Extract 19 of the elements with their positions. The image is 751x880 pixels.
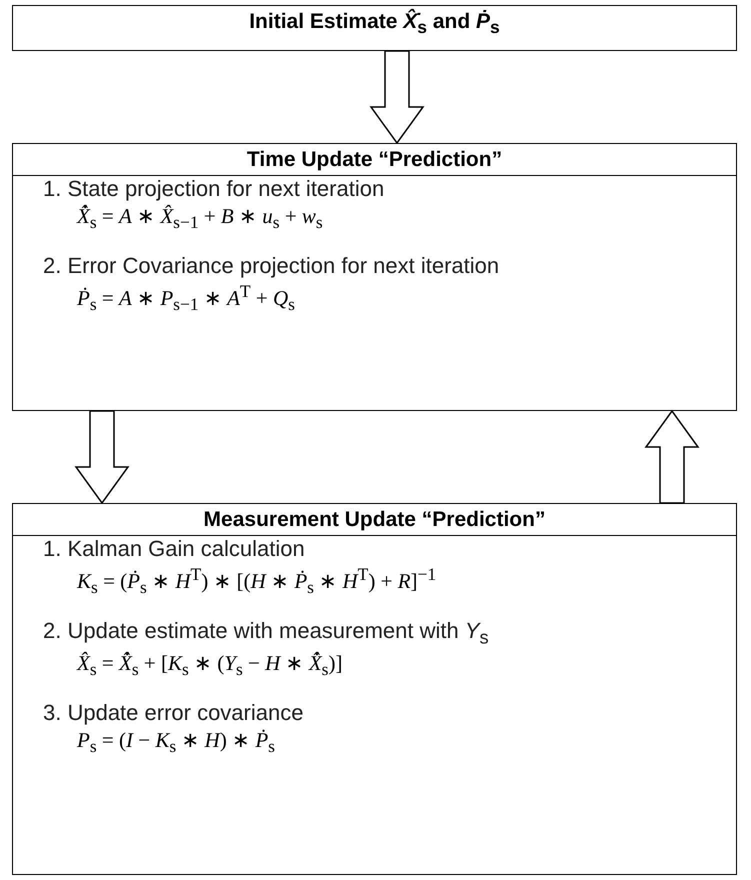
list-item-text: 3. Update error covariance — [43, 700, 304, 726]
list-item-text: 2. Error Covariance projection for next iteration — [43, 253, 500, 280]
formula: X̂$_{s}$ = X̂̇$_{s}$ + [K$_{s}$ ∗ (Y$_{s}$ − H ∗ X̂̇$_{s}$)] — [77, 650, 342, 680]
block-arrow — [74, 410, 130, 504]
formula: Ṗ$_{s}$ = A ∗ P$_{s−1}$ ∗ A$^{T}$ + Q$_{s}$ — [77, 281, 295, 316]
process-box — [12, 503, 737, 875]
block-arrow — [644, 410, 700, 504]
formula: X̂̇$_{s}$ = A ∗ X̂$_{s−1}$ + B ∗ u$_{s}$ + w$_{s}$ — [77, 204, 323, 234]
formula: P$_{s}$ = (I − K$_{s}$ ∗ H) ∗ Ṗ$_{s}$ — [77, 728, 275, 757]
list-item-text: 2. Update estimate with measurement with Y$_{s}$ — [43, 618, 489, 649]
box-heading: Time Update “Prediction” — [13, 144, 736, 176]
process-box — [12, 5, 737, 51]
list-item-text: 1. State projection for next iteration — [43, 176, 384, 202]
box-heading: Initial Estimate X̂̇$_{s}$ and Ṗ$_{s}$ — [248, 8, 501, 40]
list-item-text: 1. Kalman Gain calculation — [43, 536, 305, 562]
formula: K$_{s}$ = (Ṗ$_{s}$ ∗ H$^{T}$) ∗ [(H ∗ Ṗ$_{s}$ ∗ H$^{T}$) + R]$^{−1}$ — [77, 564, 436, 598]
process-box — [12, 143, 737, 411]
box-heading: Measurement Update “Prediction” — [13, 504, 736, 536]
block-arrow — [370, 50, 424, 144]
